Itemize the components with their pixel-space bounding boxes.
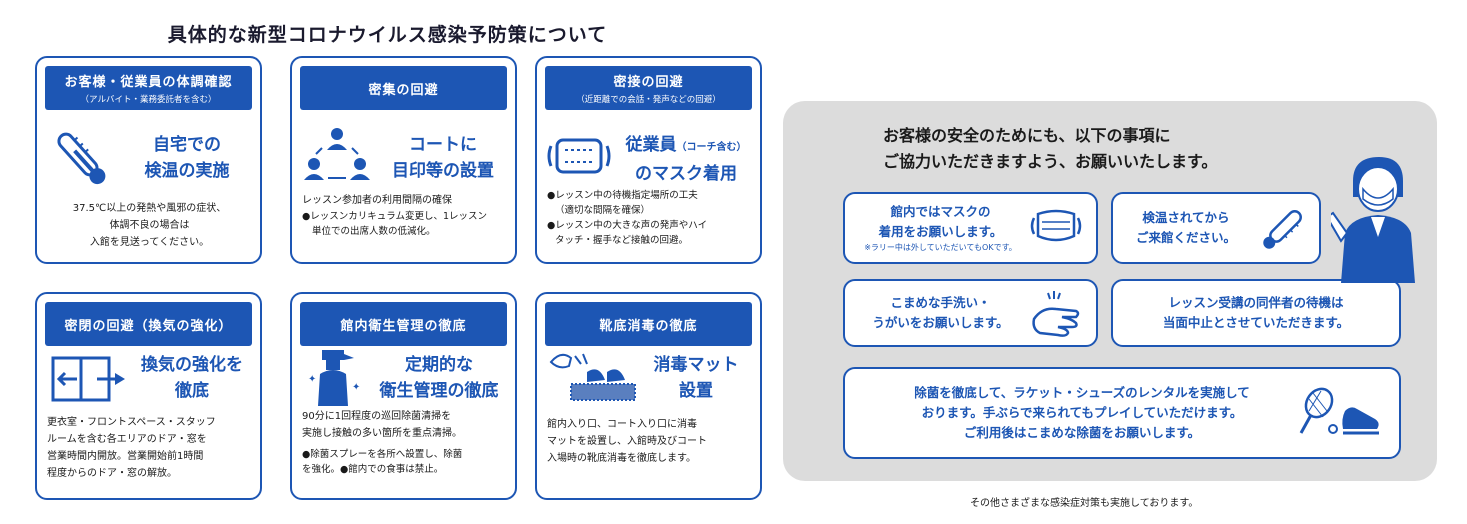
disinfection-mat-icon — [549, 353, 636, 401]
distancing-people-icon — [304, 128, 370, 180]
card-title: 密接の回避 — [613, 75, 684, 90]
card-avoid-closed-space: 密閉の回避（換気の強化） 換気の強化を徹底 更衣室・フロントスペース・スタッフル… — [35, 292, 262, 500]
card-catchphrase: コートに目印等の設置 — [392, 135, 494, 181]
request-temperature-check: 検温されてから ご来館ください。 — [1111, 192, 1321, 264]
footer-note: その他さまざまな感染症対策も実施しております。 — [970, 498, 1199, 509]
card-avoid-crowding: 密集の回避 コートに目印等の設置 レッスン参加者の利用間隔の確保 ●レッスンカリ… — [290, 56, 517, 264]
request-handwashing: こまめな手洗い・ うがいをお願いします。 — [843, 279, 1098, 347]
masked-staff-icon — [1331, 157, 1415, 283]
card-catchphrase: 従業員（コーチ含む） のマスク着用 — [625, 135, 747, 184]
card-catchphrase: 換気の強化を徹底 — [141, 355, 243, 401]
page-title: 具体的な新型コロナウイルス感染予防策について — [167, 24, 608, 46]
card-description: レッスン参加者の利用間隔の確保 ●レッスンカリキュラム変更し、1レッスン 単位で… — [302, 195, 488, 237]
card-header: 靴底消毒の徹底 — [545, 302, 752, 346]
card-catchphrase: 定期的な衛生管理の徹底 — [379, 355, 499, 401]
card-description: 更衣室・フロントスペース・スタッフルームを含む各エリアのドア・窓を 営業時間内開… — [47, 417, 216, 479]
svg-text:✦: ✦ — [352, 382, 360, 393]
card-catchphrase: 自宅での検温の実施 — [144, 135, 230, 181]
card-title: 密閉の回避（換気の強化） — [64, 318, 233, 334]
card-header: お客様・従業員の体調確認 （アルバイト・業務委託者を含む） — [45, 66, 252, 110]
mask-icon — [547, 138, 611, 174]
notice-rental: 除菌を徹底して、ラケット・シューズのレンタルを実施して おります。手ぶらで来られ… — [843, 367, 1401, 459]
card-header: 密集の回避 — [300, 66, 507, 110]
card-description: 館内入り口、コート入り口に消毒マットを設置し、入館時及びコート入場時の靴底消毒を… — [547, 419, 707, 464]
thermometer-icon — [1263, 210, 1302, 249]
card-title: 密集の回避 — [368, 82, 439, 98]
thermometer-icon — [57, 132, 106, 185]
card-header: 密接の回避 （近距離での会話・発声などの回避） — [545, 66, 752, 110]
card-avoid-close-contact: 密接の回避 （近距離での会話・発声などの回避） 従業員（コーチ含む） のマスク着… — [535, 56, 762, 264]
card-description: 90分に1回程度の巡回除菌清掃を実施し接触の多い箇所を重点清掃。 ●除菌スプレー… — [302, 411, 463, 475]
card-title: 靴底消毒の徹底 — [599, 318, 698, 334]
spray-bottle-icon: ✦ ✦ — [308, 350, 360, 406]
card-title: 館内衛生管理の徹底 — [340, 318, 467, 334]
card-health-check: お客様・従業員の体調確認 （アルバイト・業務委託者を含む） 自宅での検温の実施 … — [35, 56, 262, 264]
card-subtitle: （近距離での会話・発声などの回避） — [576, 95, 721, 105]
svg-text:✦: ✦ — [308, 374, 316, 385]
mask-icon — [1030, 209, 1082, 242]
panel-heading: お客様の安全のためにも、以下の事項に ご協力いただきますよう、お願いいたします。 — [883, 126, 1218, 171]
card-description: 37.5℃以上の発熱や風邪の症状、体調不良の場合は入館を見送ってください。 — [72, 203, 227, 248]
card-title: お客様・従業員の体調確認 — [64, 75, 233, 90]
card-description: ●レッスン中の待機指定場所の工夫 （適切な間隔を確保） ●レッスン中の大きな声の… — [547, 190, 708, 246]
ventilation-door-icon — [51, 356, 125, 402]
handwash-icon — [1032, 291, 1080, 337]
request-companion-waiting: レッスン受講の同伴者の待機は 当面中止とさせていただきます。 — [1111, 279, 1401, 347]
request-mask: 館内ではマスクの 着用をお願いします。 ※ラリー中は外していただいてもOKです。 — [843, 192, 1098, 264]
card-subtitle: （アルバイト・業務委託者を含む） — [80, 95, 217, 105]
card-catchphrase: 消毒マット設置 — [653, 355, 739, 401]
card-header: 密閉の回避（換気の強化） — [45, 302, 252, 346]
card-shoe-disinfection: 靴底消毒の徹底 消毒マット設置 館内入り口、コート入り口に消毒マットを設置し、入… — [535, 292, 762, 500]
card-hygiene-management: 館内衛生管理の徹底 ✦ ✦ 定期的な衛生管理の徹底 90分に1回程度の巡回除菌清… — [290, 292, 517, 500]
card-header: 館内衛生管理の徹底 — [300, 302, 507, 346]
guidance-panel: お客様の安全のためにも、以下の事項に ご協力いただきますよう、お願いいたします。… — [783, 101, 1437, 481]
racket-shoes-icon — [1299, 387, 1379, 435]
